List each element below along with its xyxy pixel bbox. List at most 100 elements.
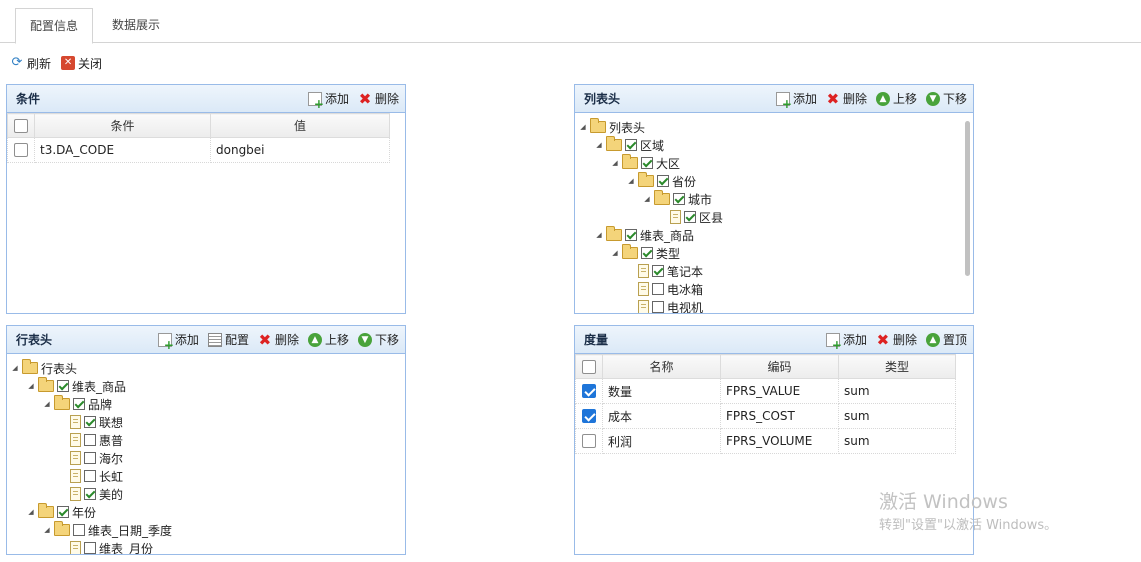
tree-checkbox[interactable]: [84, 434, 96, 446]
tree-node[interactable]: ◢城市: [643, 190, 712, 208]
tree-node[interactable]: 电视机: [627, 298, 703, 313]
tree-checkbox[interactable]: [84, 452, 96, 464]
tree-checkbox[interactable]: [73, 398, 85, 410]
col-header-value[interactable]: 值: [210, 113, 390, 138]
col-header-type[interactable]: 类型: [838, 354, 956, 379]
select-all-checkbox[interactable]: [582, 359, 596, 374]
colhead-move-up-button[interactable]: ▲上移: [875, 90, 917, 107]
expand-toggle-icon[interactable]: ◢: [580, 123, 586, 131]
tree-node[interactable]: ◢ 行表头: [11, 359, 77, 377]
colhead-move-down-button[interactable]: ▼下移: [925, 90, 967, 107]
rowhead-move-down-button[interactable]: ▼下移: [357, 331, 399, 348]
measure-delete-button[interactable]: ✖删除: [876, 331, 917, 348]
tree-node[interactable]: 电冰箱: [627, 280, 703, 298]
code-cell: FPRS_COST: [720, 403, 839, 429]
tree-node[interactable]: ◢维表_日期_季度: [43, 521, 172, 539]
tree-node[interactable]: ◢类型: [611, 244, 680, 262]
tree-node[interactable]: 联想: [59, 413, 123, 431]
rowhead-config-button[interactable]: 配置: [207, 331, 249, 348]
tree-node[interactable]: ◢列表头: [579, 118, 645, 136]
tree-checkbox[interactable]: [625, 139, 637, 151]
row-checkbox[interactable]: [582, 434, 596, 449]
expand-toggle-icon[interactable]: ◢: [28, 382, 34, 390]
refresh-icon: ⟳: [11, 55, 23, 70]
tree-checkbox[interactable]: [84, 542, 96, 554]
tree-checkbox[interactable]: [73, 524, 85, 536]
tree-checkbox[interactable]: [657, 175, 669, 187]
tree-checkbox[interactable]: [84, 470, 96, 482]
add-icon: [307, 91, 324, 109]
tree-checkbox[interactable]: [641, 157, 653, 169]
tree-node[interactable]: ◢省份: [627, 172, 696, 190]
expand-toggle-icon[interactable]: ◢: [612, 159, 618, 167]
tree-node[interactable]: ◢维表_商品: [27, 377, 126, 395]
row-checkbox-cell[interactable]: [7, 137, 35, 163]
col-header-code[interactable]: 编码: [720, 354, 839, 379]
tree-node-label: 行表头: [41, 361, 78, 376]
row-checkbox[interactable]: [14, 143, 28, 158]
rowhead-add-button[interactable]: 添加: [157, 331, 199, 350]
tree-node[interactable]: 笔记本: [627, 262, 703, 280]
measure-top-button[interactable]: ▲置顶: [925, 331, 967, 348]
tree-node[interactable]: 区县: [659, 208, 723, 226]
tab-data-display[interactable]: 数据展示: [112, 18, 161, 32]
colhead-delete-button[interactable]: ✖删除: [826, 90, 867, 107]
expand-toggle-icon[interactable]: ◢: [612, 249, 618, 257]
col-header-name[interactable]: 名称: [602, 354, 721, 379]
tree-node[interactable]: 海尔: [59, 449, 123, 467]
tree-node[interactable]: ◢品牌: [43, 395, 112, 413]
tree-checkbox[interactable]: [84, 488, 96, 500]
expand-toggle-icon[interactable]: ◢: [28, 508, 34, 516]
tree-checkbox[interactable]: [57, 380, 69, 392]
tree-node[interactable]: ◢大区: [611, 154, 680, 172]
tree-checkbox[interactable]: [652, 283, 664, 295]
tree-checkbox[interactable]: [684, 211, 696, 223]
select-all-checkbox[interactable]: [14, 118, 28, 133]
expand-toggle-icon[interactable]: ◢: [628, 177, 634, 185]
tree-node[interactable]: ◢维表_商品: [595, 226, 694, 244]
tree-node[interactable]: 惠普: [59, 431, 123, 449]
row-checkbox-cell[interactable]: [575, 378, 603, 404]
close-button[interactable]: ✕ 关闭: [61, 55, 102, 72]
colhead-add-button[interactable]: 添加: [775, 90, 817, 109]
row-checkbox-cell[interactable]: [575, 403, 603, 429]
row-checkbox[interactable]: [582, 409, 596, 424]
expand-toggle-icon[interactable]: ◢: [596, 231, 602, 239]
tree-node[interactable]: ◢年份: [27, 503, 96, 521]
tree-node[interactable]: ◢区域: [595, 136, 664, 154]
tree-node[interactable]: 维表_月份: [59, 539, 153, 554]
expand-toggle-icon[interactable]: ◢: [644, 195, 650, 203]
rowhead-move-up-button[interactable]: ▲上移: [307, 331, 349, 348]
col-header-condition[interactable]: 条件: [34, 113, 211, 138]
row-checkbox-cell[interactable]: [575, 428, 603, 454]
tab-config-info[interactable]: 配置信息: [15, 8, 94, 44]
rowhead-delete-button[interactable]: ✖删除: [258, 331, 299, 348]
measure-add-button[interactable]: 添加: [825, 331, 867, 350]
tree-node-label: 区县: [699, 210, 724, 225]
tree-checkbox[interactable]: [652, 301, 664, 313]
tree-checkbox[interactable]: [625, 229, 637, 241]
tree-checkbox[interactable]: [673, 193, 685, 205]
select-all-header[interactable]: [575, 354, 603, 379]
row-checkbox[interactable]: [582, 384, 596, 399]
expand-toggle-icon[interactable]: ◢: [44, 400, 50, 408]
folder-icon: [590, 118, 606, 133]
tree-checkbox[interactable]: [84, 416, 96, 428]
select-all-header[interactable]: [7, 113, 35, 138]
tree-node[interactable]: 长虹: [59, 467, 123, 485]
expand-toggle-icon[interactable]: ◢: [12, 364, 18, 372]
tree-checkbox[interactable]: [641, 247, 653, 259]
tree-checkbox[interactable]: [57, 506, 69, 518]
condition-delete-button[interactable]: ✖删除: [358, 90, 399, 107]
condition-add-button[interactable]: 添加: [307, 90, 349, 109]
refresh-button[interactable]: ⟳ 刷新: [10, 55, 51, 72]
expand-toggle-icon[interactable]: ◢: [44, 526, 50, 534]
expand-toggle-icon[interactable]: ◢: [596, 141, 602, 149]
tree-node[interactable]: 美的: [59, 485, 123, 503]
column-tree-scrollbar[interactable]: [965, 121, 970, 276]
tree-checkbox[interactable]: [652, 265, 664, 277]
